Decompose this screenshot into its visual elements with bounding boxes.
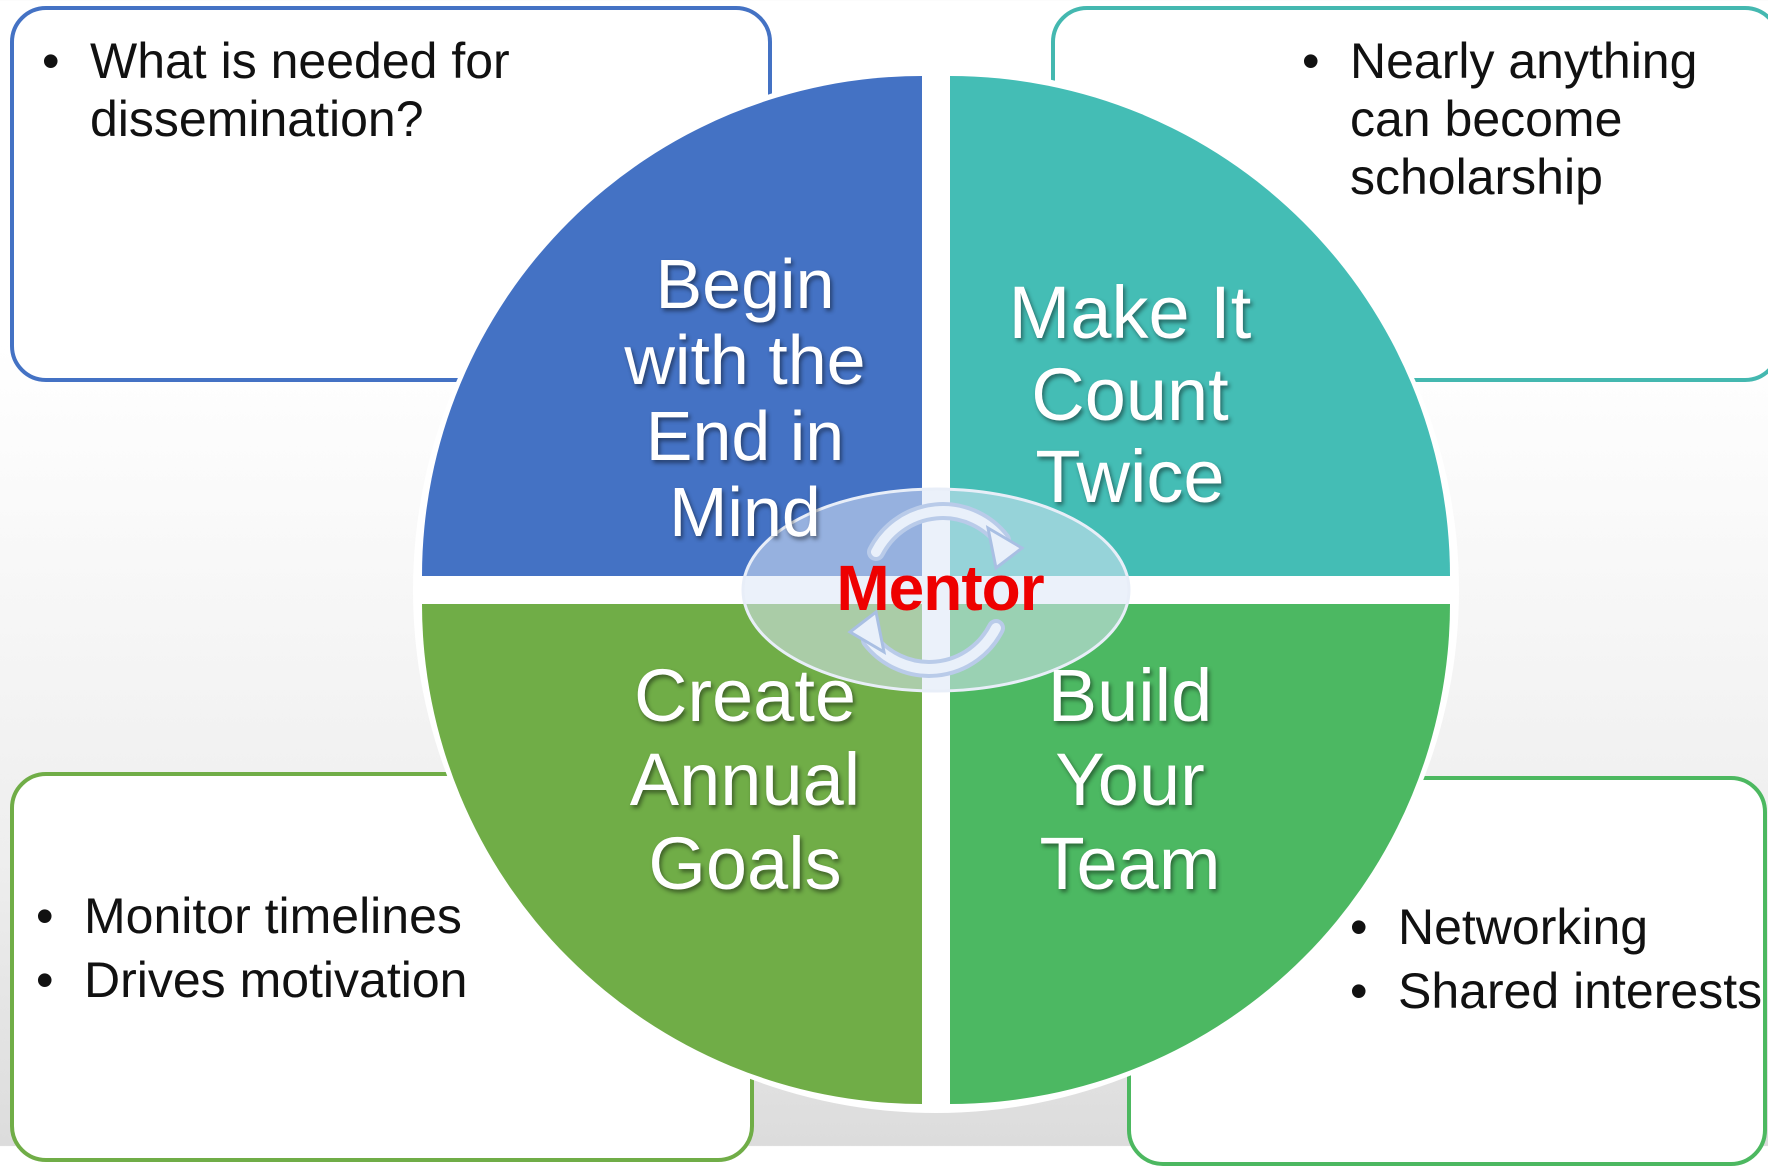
quadrant-top-right <box>950 76 1450 576</box>
quadrant-label-create-goals: Create Annual Goals <box>629 654 861 905</box>
callout-bullets-bottom-left: Monitor timelines Drives motivation <box>32 884 592 1012</box>
cycle-arrows-icon <box>847 502 1025 678</box>
bullet-item: Drives motivation <box>32 948 592 1012</box>
mentor-label: Mentor <box>836 552 1044 624</box>
quadrant-label-make-it-count: Make It Count Twice <box>1008 271 1252 518</box>
bullet-item: Shared interests <box>1346 962 1766 1020</box>
quadrant-bottom-right <box>950 604 1450 1104</box>
bullet-item: Networking <box>1346 898 1766 956</box>
callout-bullets-top-right: Nearly anything can become scholarship <box>1298 32 1768 206</box>
callout-bullets-bottom-right: Networking Shared interests <box>1346 898 1766 1026</box>
quadrant-bottom-left <box>422 604 922 1104</box>
quadrant-label-begin-with-end: Begin with the End in Mind <box>624 245 866 551</box>
quadrant-top-left <box>422 76 922 576</box>
quadrant-label-build-team: Build Your Team <box>1039 654 1221 905</box>
bullet-item: Nearly anything can become scholarship <box>1298 32 1768 206</box>
bullet-item: Monitor timelines <box>32 884 592 948</box>
callout-bullets-top-left: What is needed for dissemination? <box>38 32 598 148</box>
mentor-ellipse <box>741 487 1131 693</box>
bullet-item: What is needed for dissemination? <box>38 32 598 148</box>
